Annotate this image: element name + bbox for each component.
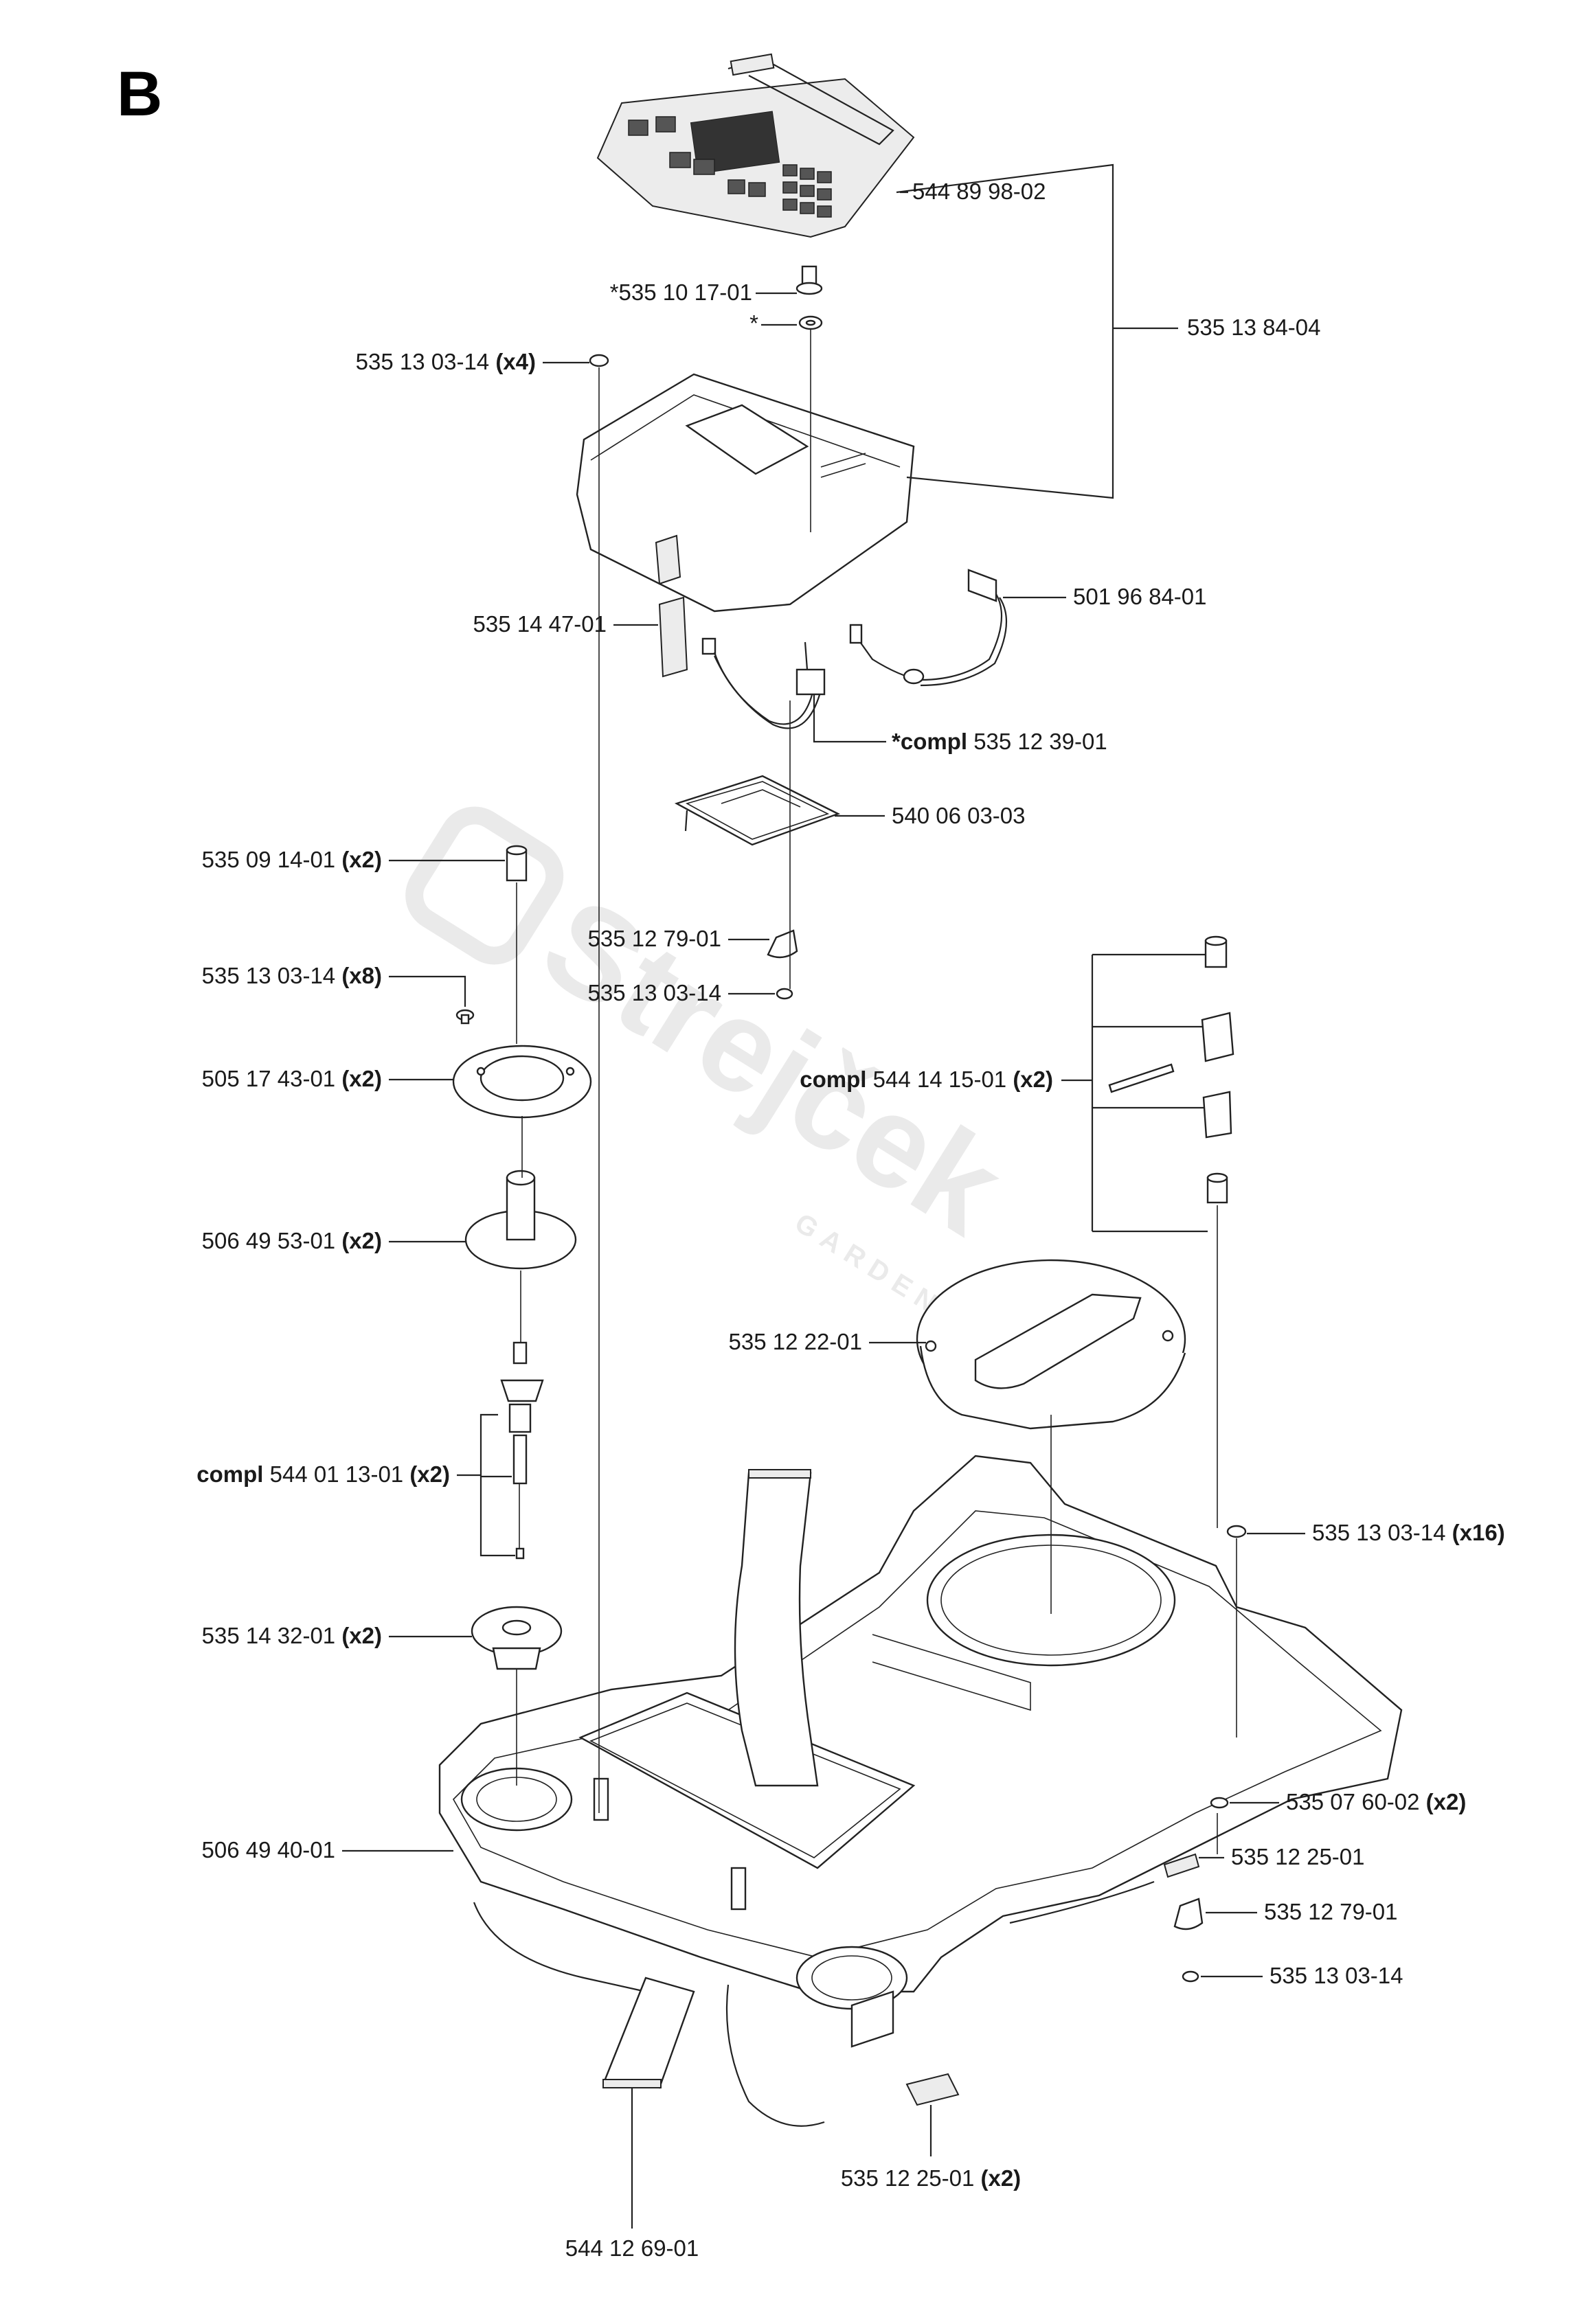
leader-lines [342,163,1305,2229]
screw-x16-part [1226,1525,1247,1538]
callout-nut: 535 07 60-02 (x2) [1286,1789,1466,1814]
callout-plate-bottom: 535 12 25-01 (x2) [841,2165,1021,2191]
callout-keypad-foil: 544 89 98-02 [912,179,1046,204]
screw-x8-part [455,1009,475,1025]
switch-bracket-part [849,569,1008,687]
callout-screw-x16: 535 13 03-14 (x16) [1312,1520,1505,1545]
hatch-part [916,1259,1186,1430]
callout-screw-single-lower: 535 13 03-14 [1270,1963,1403,1988]
bushing-part [506,845,528,882]
callout-display-kit: 535 13 84-04 [1187,315,1321,340]
callout-flange: 505 17 43-01 (x2) [202,1066,382,1091]
ribbon-cable-part [602,1469,819,2089]
callout-hatch: 535 12 22-01 [728,1329,862,1354]
sensor-kit-part [500,1341,544,1560]
callout-grommet: 535 14 32-01 (x2) [202,1623,382,1648]
callout-ribbon-cable: 544 12 69-01 [565,2235,699,2261]
grommet-part [471,1606,563,1670]
callout-sleeve: 506 49 53-01 (x2) [202,1228,382,1253]
callout-cable-switch: *compl 535 12 39-01 [892,729,1107,754]
cable-switch-part [701,637,826,729]
callout-plate-right: 535 12 25-01 [1231,1844,1365,1869]
gasket-part [658,596,688,678]
keypad-foil-part [596,53,915,238]
plate-right-part [1163,1853,1200,1878]
callout-hinge-kit: compl 544 14 15-01 (x2) [800,1067,1053,1092]
callout-screw-x8: 535 13 03-14 (x8) [202,963,382,988]
display-housing-part [576,373,915,613]
washer-part [798,315,823,330]
callout-sensor-kit: compl 544 01 13-01 (x2) [196,1461,450,1487]
callout-labels: 544 89 98-02 *535 10 17-01 * 535 13 84-0… [196,179,1504,2261]
callout-bushing: 535 09 14-01 (x2) [202,847,382,872]
screw-single-lower-part [1182,1970,1199,1983]
callout-washer: * [749,310,758,336]
screw-single-upper-part [776,988,793,1000]
clip-upper-part [767,929,798,959]
callout-screw-single-upper: 535 13 03-14 [587,980,721,1005]
circuit-board-part [674,775,841,846]
callout-circuit-board: 540 06 03-03 [892,803,1026,828]
callout-screw-x4: 535 13 03-14 (x4) [356,349,536,374]
callout-switch-bracket: 501 96 84-01 [1073,584,1207,609]
chassis-part [438,1455,1403,2127]
hinge-kit-part [1108,935,1234,1204]
screw-x4-part [589,354,609,367]
callout-gasket: 535 14 47-01 [473,611,607,637]
callout-chassis: 506 49 40-01 [201,1837,335,1862]
knob-part [796,265,823,295]
nut-part [1210,1797,1229,1809]
flange-part [452,1045,592,1119]
plate-bottom-part [905,2073,960,2106]
callout-clip-lower: 535 12 79-01 [1264,1899,1398,1924]
callout-clip-upper: 535 12 79-01 [587,926,721,951]
callout-knob: *535 10 17-01 [610,280,752,305]
sleeve-part [464,1170,577,1270]
clip-lower-part [1173,1898,1204,1930]
figure-letter: B [117,59,162,129]
